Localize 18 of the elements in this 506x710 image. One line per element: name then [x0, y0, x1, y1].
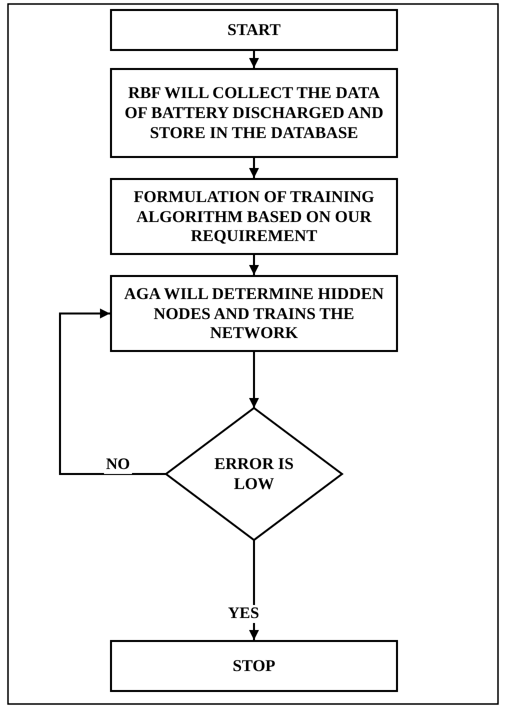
box-text: AGA WILL DETERMINE HIDDEN NODES AND TRAINS THE NETWORK: [123, 284, 385, 344]
box-text: ERROR IS LOW: [213, 454, 295, 494]
arrow: [249, 255, 259, 275]
process-box: [110, 275, 398, 352]
process-box: [110, 9, 398, 51]
box-text: FORMULATION OF TRAINING ALGORITHM BASED ON OUR REQUIREMENT: [132, 186, 376, 246]
box-text: STOP: [232, 656, 276, 676]
process-box: [110, 68, 398, 158]
box-text: RBF WILL COLLECT THE DATA OF BATTERY DISCHARGED AND STORE IN THE DATABASE: [124, 83, 384, 143]
arrow: [249, 51, 259, 68]
box-text: START: [227, 20, 281, 40]
process-box: [110, 178, 398, 255]
arrow: [249, 158, 259, 178]
edge-label: NO: [104, 456, 132, 474]
arrow: [59, 308, 166, 475]
edge-label: YES: [226, 605, 262, 623]
arrow: [249, 352, 259, 408]
process-box: [110, 640, 398, 692]
